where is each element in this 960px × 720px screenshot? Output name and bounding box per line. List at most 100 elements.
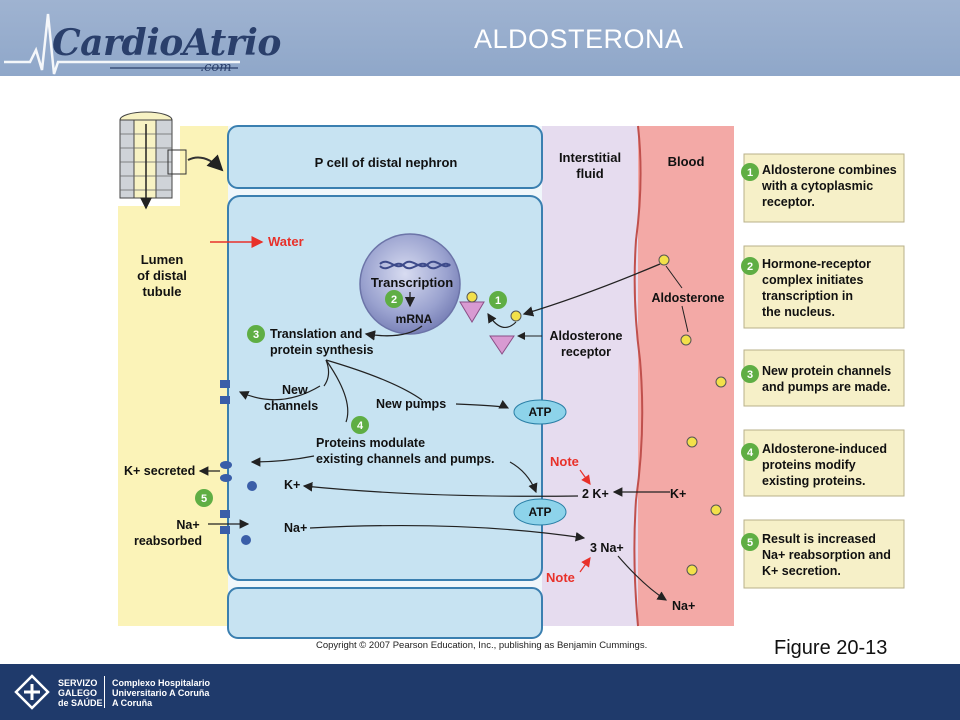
note-label-na: Note bbox=[546, 570, 575, 585]
k-secreted-label: K+ secreted bbox=[124, 464, 195, 478]
na-3-label: 3 Na+ bbox=[590, 541, 624, 555]
svg-text:with a cytoplasmic: with a cytoplasmic bbox=[761, 179, 873, 193]
slide-title: ALDOSTERONA bbox=[474, 24, 684, 54]
copyright-text: Copyright © 2007 Pearson Education, Inc.… bbox=[316, 640, 647, 651]
svg-text:Result is increased: Result is increased bbox=[762, 532, 876, 546]
new-channels-label-2: channels bbox=[264, 399, 318, 413]
aldosterone-receptor-label-2: receptor bbox=[561, 345, 611, 359]
atp-label-2: ATP bbox=[528, 505, 551, 519]
new-channels-label-1: New bbox=[282, 383, 308, 397]
svg-text:Aldosterone combines: Aldosterone combines bbox=[762, 163, 897, 177]
aldosterone-bound-icon bbox=[466, 291, 478, 303]
diagram-step-1: 1 bbox=[489, 291, 507, 309]
aldosterone-molecule bbox=[680, 334, 692, 346]
blood-title: Blood bbox=[668, 154, 705, 169]
aldosterone-diagram: P cell of distal nephron Interstitial fl… bbox=[118, 106, 905, 659]
na-out-label: Na+ bbox=[672, 599, 695, 613]
figure: P cell of distal nephron Interstitial fl… bbox=[104, 100, 920, 662]
new-channel-icon bbox=[220, 396, 230, 404]
svg-text:3: 3 bbox=[253, 329, 259, 341]
free-receptor-icon bbox=[489, 335, 515, 355]
lumen-title-3: tubule bbox=[143, 284, 182, 299]
lumen-title-2: of distal bbox=[137, 268, 187, 283]
aldosterone-label: Aldosterone bbox=[652, 291, 725, 305]
na-reabsorbed-label-2: reabsorbed bbox=[134, 534, 202, 548]
tubule-icon bbox=[118, 106, 224, 210]
aldosterone-molecule bbox=[715, 376, 727, 388]
callout-step-5: 5 Result is increased Na+ reabsorption a… bbox=[741, 519, 905, 589]
callout-step-1: 1 Aldosterone combines with a cytoplasmi… bbox=[741, 153, 905, 223]
svg-text:5: 5 bbox=[201, 493, 207, 505]
logo: CardioAtrio .com bbox=[0, 0, 281, 80]
footer-left-line-2: GALEGO bbox=[58, 688, 98, 698]
figure-number: Figure 20-13 bbox=[774, 637, 887, 659]
k-cell-label: K+ bbox=[284, 478, 300, 492]
svg-text:4: 4 bbox=[747, 447, 754, 459]
atp-pump bbox=[513, 498, 567, 526]
new-channel-icon bbox=[220, 380, 230, 388]
mrna-label: mRNA bbox=[396, 312, 433, 326]
footer-org-right: Complexo Hospitalario Universitario A Co… bbox=[112, 678, 210, 708]
bottom-cell bbox=[227, 587, 543, 639]
atp-label-1: ATP bbox=[528, 405, 551, 419]
callout-step-4: 4 Aldosterone-induced proteins modify ex… bbox=[741, 429, 905, 497]
na-reabsorbed-label-1: Na+ bbox=[176, 518, 199, 532]
k-channel-icon bbox=[220, 474, 232, 482]
aldosterone-receptor-label-1: Aldosterone bbox=[550, 329, 623, 343]
svg-text:5: 5 bbox=[747, 537, 753, 549]
diagram-step-2: 2 bbox=[385, 290, 403, 308]
svg-text:Aldosterone-induced: Aldosterone-induced bbox=[762, 442, 887, 456]
na-cell-label: Na+ bbox=[284, 521, 307, 535]
proteins-modulate-label-2: existing channels and pumps. bbox=[316, 452, 495, 466]
transcription-label: Transcription bbox=[371, 275, 453, 290]
logo-subtext: .com bbox=[200, 60, 232, 75]
aldosterone-molecule bbox=[710, 504, 722, 516]
lumen-title-1: Lumen bbox=[141, 252, 184, 267]
diagram-step-3: 3 bbox=[247, 325, 265, 343]
svg-text:existing proteins.: existing proteins. bbox=[762, 474, 866, 488]
svg-text:2: 2 bbox=[747, 261, 753, 273]
aldosterone-molecule bbox=[686, 564, 698, 576]
svg-text:receptor.: receptor. bbox=[762, 195, 815, 209]
translation-label-2: protein synthesis bbox=[270, 343, 374, 357]
new-pumps-label: New pumps bbox=[376, 397, 446, 411]
svg-text:3: 3 bbox=[747, 369, 753, 381]
callout-step-3: 3 New protein channels and pumps are mad… bbox=[741, 349, 905, 407]
lumen-region bbox=[118, 126, 228, 626]
k-blood-label: K+ bbox=[670, 487, 686, 501]
interstitial-title-1: Interstitial bbox=[559, 150, 621, 165]
sergas-logo-icon bbox=[14, 674, 50, 710]
svg-text:1: 1 bbox=[495, 295, 501, 307]
svg-text:1: 1 bbox=[747, 167, 753, 179]
note-label-k: Note bbox=[550, 454, 579, 469]
svg-text:and pumps are made.: and pumps are made. bbox=[762, 380, 891, 394]
nucleus bbox=[359, 233, 461, 335]
svg-text:2: 2 bbox=[391, 294, 397, 306]
aldosterone-molecule bbox=[686, 436, 698, 448]
footer-left-line-3: de SAÚDE bbox=[58, 698, 103, 708]
diagram-step-5: 5 bbox=[195, 489, 213, 507]
proteins-modulate-label-1: Proteins modulate bbox=[316, 436, 425, 450]
footer-bar: SERVIZO GALEGO de SAÚDE Complexo Hospita… bbox=[0, 664, 960, 720]
blood-region bbox=[638, 126, 734, 626]
footer-left-line-1: SERVIZO bbox=[58, 678, 98, 688]
svg-text:Na+ reabsorption and: Na+ reabsorption and bbox=[762, 548, 891, 562]
interstitial-region bbox=[542, 126, 638, 626]
svg-text:New protein channels: New protein channels bbox=[762, 364, 891, 378]
footer-right-line-1: Complexo Hospitalario bbox=[112, 678, 211, 688]
header-bar: CardioAtrio .com ALDOSTERONA bbox=[0, 0, 960, 76]
aldosterone-cytoplasm-icon bbox=[510, 310, 522, 322]
p-cell-title: P cell of distal nephron bbox=[315, 155, 458, 170]
svg-text:Hormone-receptor: Hormone-receptor bbox=[762, 257, 871, 271]
atp-pump-new bbox=[513, 399, 567, 425]
footer-org-left: SERVIZO GALEGO de SAÚDE bbox=[58, 678, 103, 708]
heartbeat-logo-icon bbox=[4, 13, 240, 75]
diagram-step-4: 4 bbox=[351, 416, 369, 434]
svg-text:the nucleus.: the nucleus. bbox=[762, 305, 835, 319]
svg-text:complex initiates: complex initiates bbox=[762, 273, 863, 287]
footer-right-line-3: A Coruña bbox=[112, 698, 153, 708]
top-cell bbox=[227, 125, 543, 189]
footer-right-line-2: Universitario A Coruña bbox=[112, 688, 210, 698]
na-channel-icon bbox=[220, 526, 230, 534]
translation-label-1: Translation and bbox=[270, 327, 362, 341]
